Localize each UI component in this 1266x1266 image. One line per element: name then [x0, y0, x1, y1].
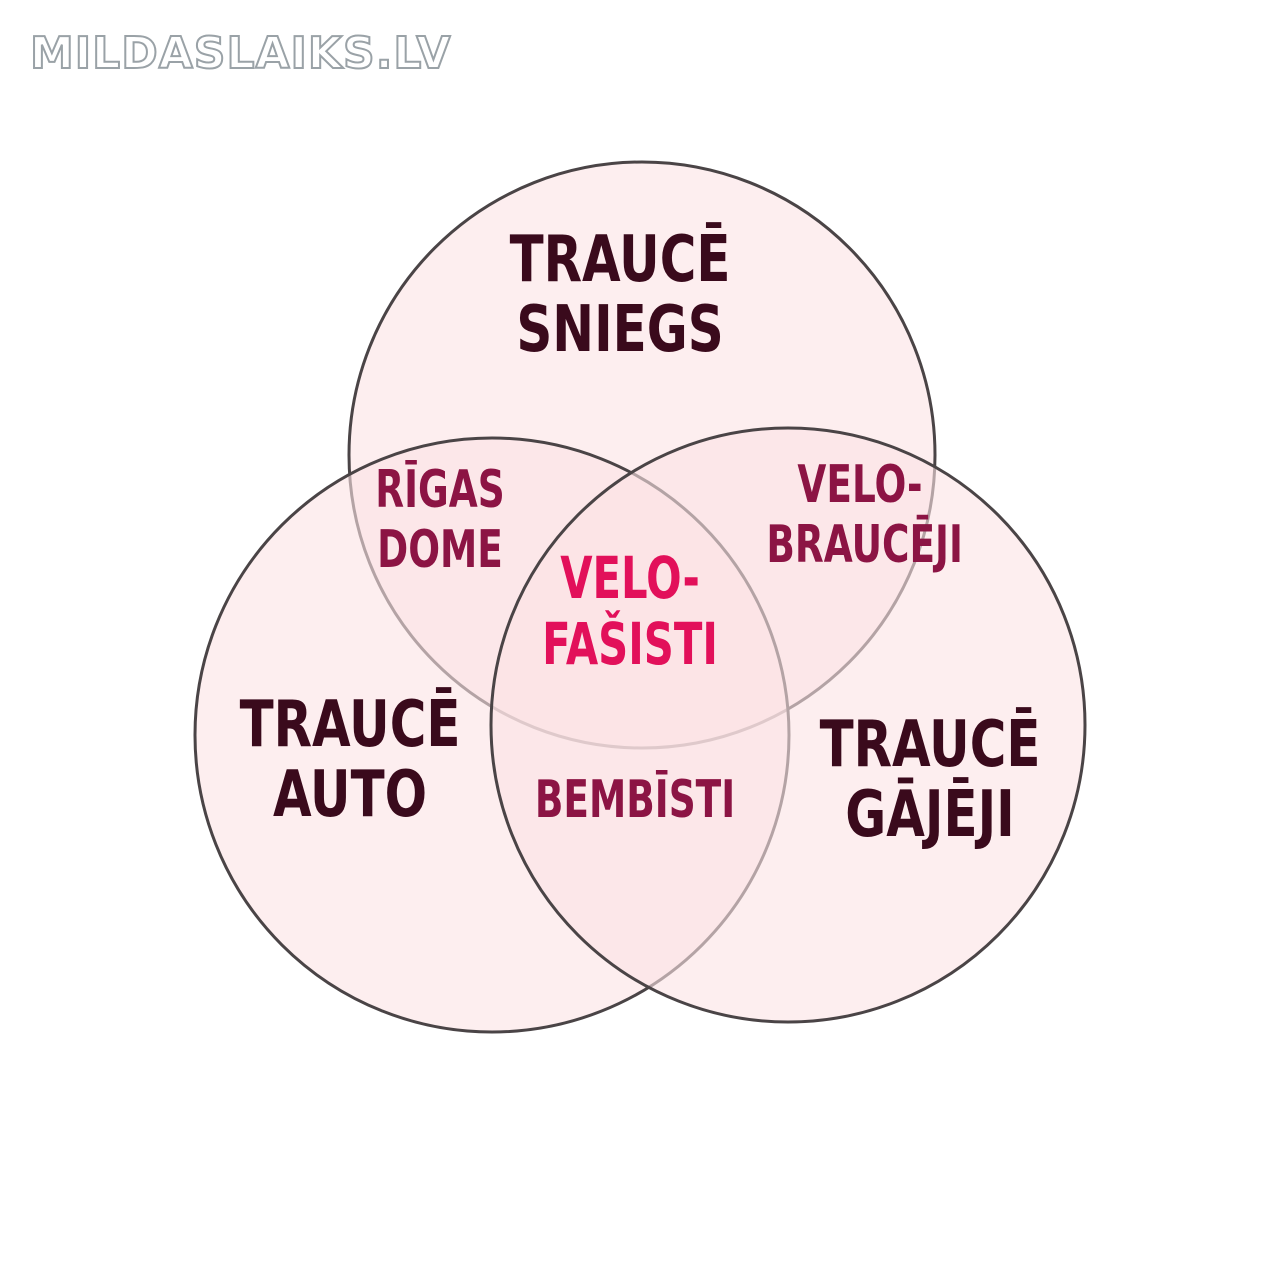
label-top-left-line2: DOME — [377, 520, 503, 580]
label-left-set: TRAUCĒ AUTO — [217, 690, 482, 830]
label-top-right-intersection: VELO- BRAUCĒJI — [766, 455, 963, 575]
label-left-right-line1: BEMBĪSTI — [534, 770, 736, 830]
label-left-line1: TRAUCĒ — [239, 688, 461, 762]
label-top-left-line1: RĪGAS — [375, 460, 505, 520]
label-top-right-line1: VELO- — [797, 455, 923, 515]
label-top-set: TRAUCĒ SNIEGS — [480, 225, 761, 365]
label-right-line2: GĀJĒJI — [845, 778, 1015, 852]
label-top-line1: TRAUCĒ — [509, 223, 731, 297]
label-center-line2: FAŠISTI — [542, 610, 718, 678]
label-top-right-line2: BRAUCĒJI — [766, 515, 963, 575]
label-top-line2: SNIEGS — [516, 293, 724, 367]
label-top-left-intersection: RĪGAS DOME — [354, 460, 527, 580]
label-center-line1: VELO- — [560, 544, 700, 612]
label-right-set: TRAUCĒ GĀJĒJI — [797, 710, 1062, 850]
label-center-intersection: VELO- FAŠISTI — [536, 545, 723, 677]
circle-right — [489, 426, 1087, 1024]
watermark-logo: MILDASLAIKS.LV — [29, 27, 452, 80]
label-right-line1: TRAUCĒ — [819, 708, 1041, 782]
label-left-right-intersection: BEMBĪSTI — [531, 770, 740, 830]
label-left-line2: AUTO — [272, 758, 428, 832]
